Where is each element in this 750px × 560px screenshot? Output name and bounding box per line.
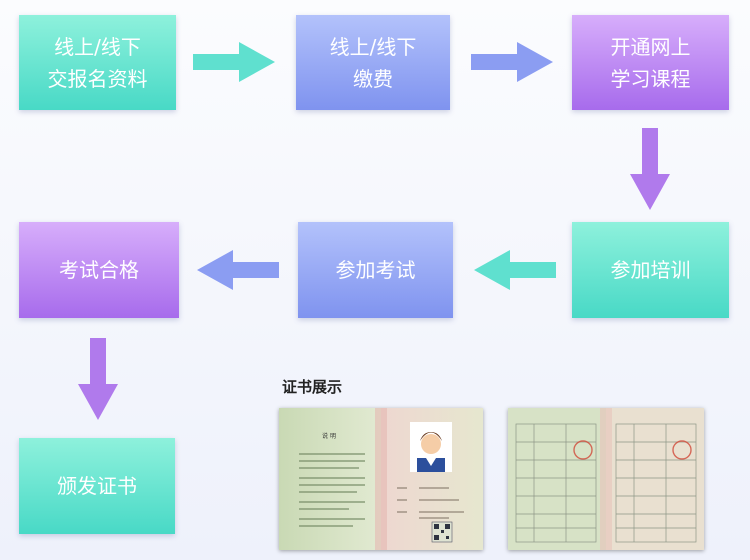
step-pass-exam: 考试合格 (19, 222, 179, 318)
arrow-down-2 (78, 338, 118, 420)
arrow-down-1 (630, 128, 670, 210)
certificate-heading: 说 明 (322, 432, 336, 440)
step-attend-training: 参加培训 (572, 222, 729, 318)
certificate-image-front: 说 明 (279, 408, 483, 550)
arrow-left-1 (474, 250, 556, 290)
step-payment: 线上/线下 缴费 (296, 15, 450, 110)
arrow-left-2 (197, 250, 279, 290)
step-take-exam: 参加考试 (298, 222, 453, 318)
step-submit-application: 线上/线下 交报名资料 (19, 15, 176, 110)
certificate-image-records (508, 408, 704, 550)
certificate-section-title: 证书展示 (282, 378, 343, 396)
arrow-right-1 (193, 42, 275, 82)
step-issue-certificate: 颁发证书 (19, 438, 175, 534)
step-open-online-course: 开通网上 学习课程 (572, 15, 729, 110)
arrow-right-2 (471, 42, 553, 82)
